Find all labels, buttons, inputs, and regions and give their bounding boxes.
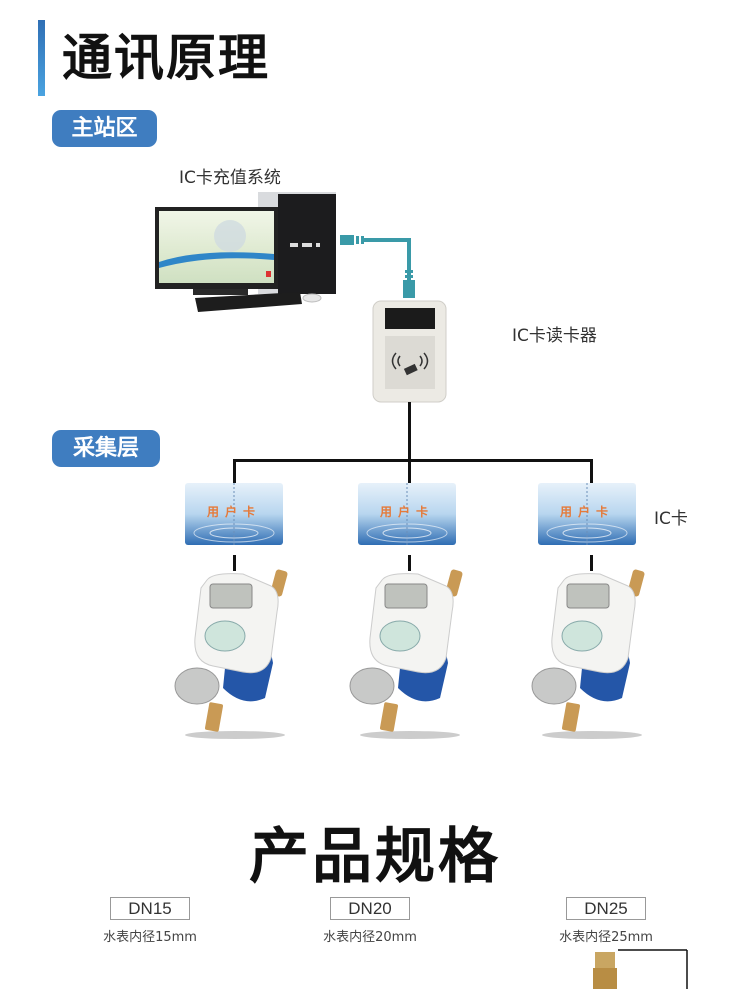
section-badge-collect: 采集层 xyxy=(52,430,160,467)
spec-desc: 水表内径15mm xyxy=(103,930,197,945)
computer-illustration xyxy=(155,192,336,312)
section-badge-master: 主站区 xyxy=(52,110,157,147)
user-card: 用户卡 xyxy=(538,483,636,545)
water-meter-illustration xyxy=(531,569,645,739)
title-accent-bar xyxy=(38,20,45,96)
specs-title: 产品规格 xyxy=(249,822,501,892)
connector-line xyxy=(408,402,411,460)
connector-line xyxy=(233,555,236,571)
connector-line xyxy=(233,459,236,483)
spec-desc: 水表内径20mm xyxy=(323,930,417,945)
cable-illustration xyxy=(340,235,415,298)
spec-model-dn15: DN15 xyxy=(110,897,190,920)
card-text: 用户卡 xyxy=(379,504,434,519)
water-meter-illustration xyxy=(349,569,463,739)
user-card: 用户卡 xyxy=(358,483,456,545)
card-text: 用户卡 xyxy=(206,504,261,519)
connector-line xyxy=(408,555,411,571)
card-text: 用户卡 xyxy=(559,504,614,519)
connector-line xyxy=(408,459,411,483)
user-card: 用户卡 xyxy=(185,483,283,545)
spec-model-dn25: DN25 xyxy=(566,897,646,920)
spec-desc: 水表内径25mm xyxy=(559,930,653,945)
card-reader-illustration xyxy=(372,300,447,403)
fitting-illustration xyxy=(593,949,688,989)
spec-model-dn20: DN20 xyxy=(330,897,410,920)
page-title: 通讯原理 xyxy=(62,29,270,87)
water-meter-illustration xyxy=(174,569,288,739)
connector-line xyxy=(233,459,593,462)
connector-line xyxy=(590,459,593,483)
system-label: IC卡充值系统 xyxy=(179,168,281,188)
reader-label: IC卡读卡器 xyxy=(512,326,597,346)
ic-card-label: IC卡 xyxy=(654,509,688,529)
connector-line xyxy=(590,555,593,571)
